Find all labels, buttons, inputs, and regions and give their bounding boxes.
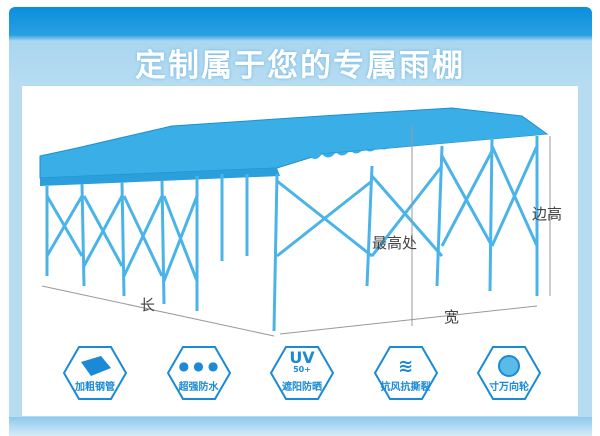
- uv-icon: UV 50+: [269, 349, 335, 375]
- feature-steel-pipe: 加粗钢管: [62, 345, 128, 401]
- feature-label: 遮阳防晒: [282, 382, 322, 393]
- feature-label: 超强防水: [178, 382, 219, 393]
- width-label: 宽: [444, 308, 460, 326]
- banner-title: 定制属于您的专属雨棚: [135, 48, 465, 84]
- tent-illustration: [39, 107, 551, 337]
- tent-canopy: [39, 107, 549, 186]
- length-label: 长: [140, 296, 156, 314]
- feature-wind: ≋ 抗风抗撕裂: [373, 345, 439, 401]
- bottom-strip: [9, 417, 592, 436]
- wheel-icon: [476, 353, 542, 379]
- steel-pipe-icon: [62, 353, 128, 379]
- uv-text: UV: [289, 348, 315, 367]
- feature-label: 抗风抗撕裂: [380, 382, 431, 393]
- uv-rating: 50+: [293, 365, 311, 374]
- feature-wheel: 寸万向轮: [476, 345, 542, 401]
- feature-label: 加粗钢管: [75, 382, 115, 393]
- feature-uv: UV 50+ 遮阳防晒: [269, 345, 335, 401]
- feature-waterproof: ● ● ● 超强防水: [166, 345, 232, 401]
- water-drops-icon: ● ● ●: [178, 359, 219, 373]
- feature-list: 加粗钢管 ● ● ● 超强防水 UV 50+ 遮阳防晒 ≋ 抗风抗撕裂 寸万向轮: [62, 345, 542, 401]
- feature-label: 寸万向轮: [489, 382, 529, 393]
- max-height-label: 最高处: [372, 234, 418, 252]
- side-height-label: 边高: [532, 205, 563, 223]
- tent-frame: [45, 136, 539, 332]
- dimension-lines: [41, 126, 551, 337]
- wind-icon: ≋: [397, 355, 414, 377]
